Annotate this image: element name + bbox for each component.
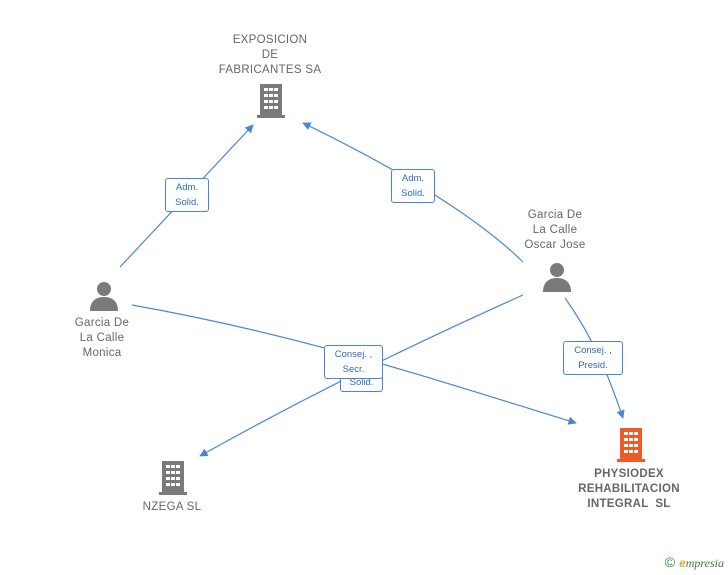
edge-label-center-front: Consej. , Secr. (324, 345, 383, 379)
footer-brand[interactable]: ©empresia (665, 554, 724, 571)
copyright-icon: © (664, 554, 676, 570)
edge-oscar-exposicion (302, 122, 524, 263)
person-icon[interactable] (90, 282, 118, 311)
node-label-garcia-monica[interactable]: Garcia De La Calle Monica (74, 317, 130, 359)
edge-label-monica-exposicion: Adm. Solid. (165, 178, 209, 212)
building-icon[interactable] (257, 84, 285, 118)
edge-label-oscar-physiodex: Consej. , Presid. (563, 341, 623, 375)
brand-name: mpresia (685, 556, 724, 570)
node-label-garcia-oscar[interactable]: Garcia De La Calle Oscar Jose (524, 209, 586, 251)
building-icon[interactable] (159, 461, 187, 495)
person-icon[interactable] (543, 263, 571, 292)
node-label-exposicion[interactable]: EXPOSICION DE FABRICANTES SA (218, 34, 322, 76)
node-label-nzega[interactable]: NZEGA SL (142, 501, 202, 513)
node-label-physiodex[interactable]: PHYSIODEX REHABILITACION INTEGRAL SL (578, 468, 680, 510)
edge-label-oscar-exposicion: Adm. Solid. (391, 169, 435, 203)
brand-initial: e (679, 556, 686, 570)
building-icon[interactable] (617, 428, 645, 462)
